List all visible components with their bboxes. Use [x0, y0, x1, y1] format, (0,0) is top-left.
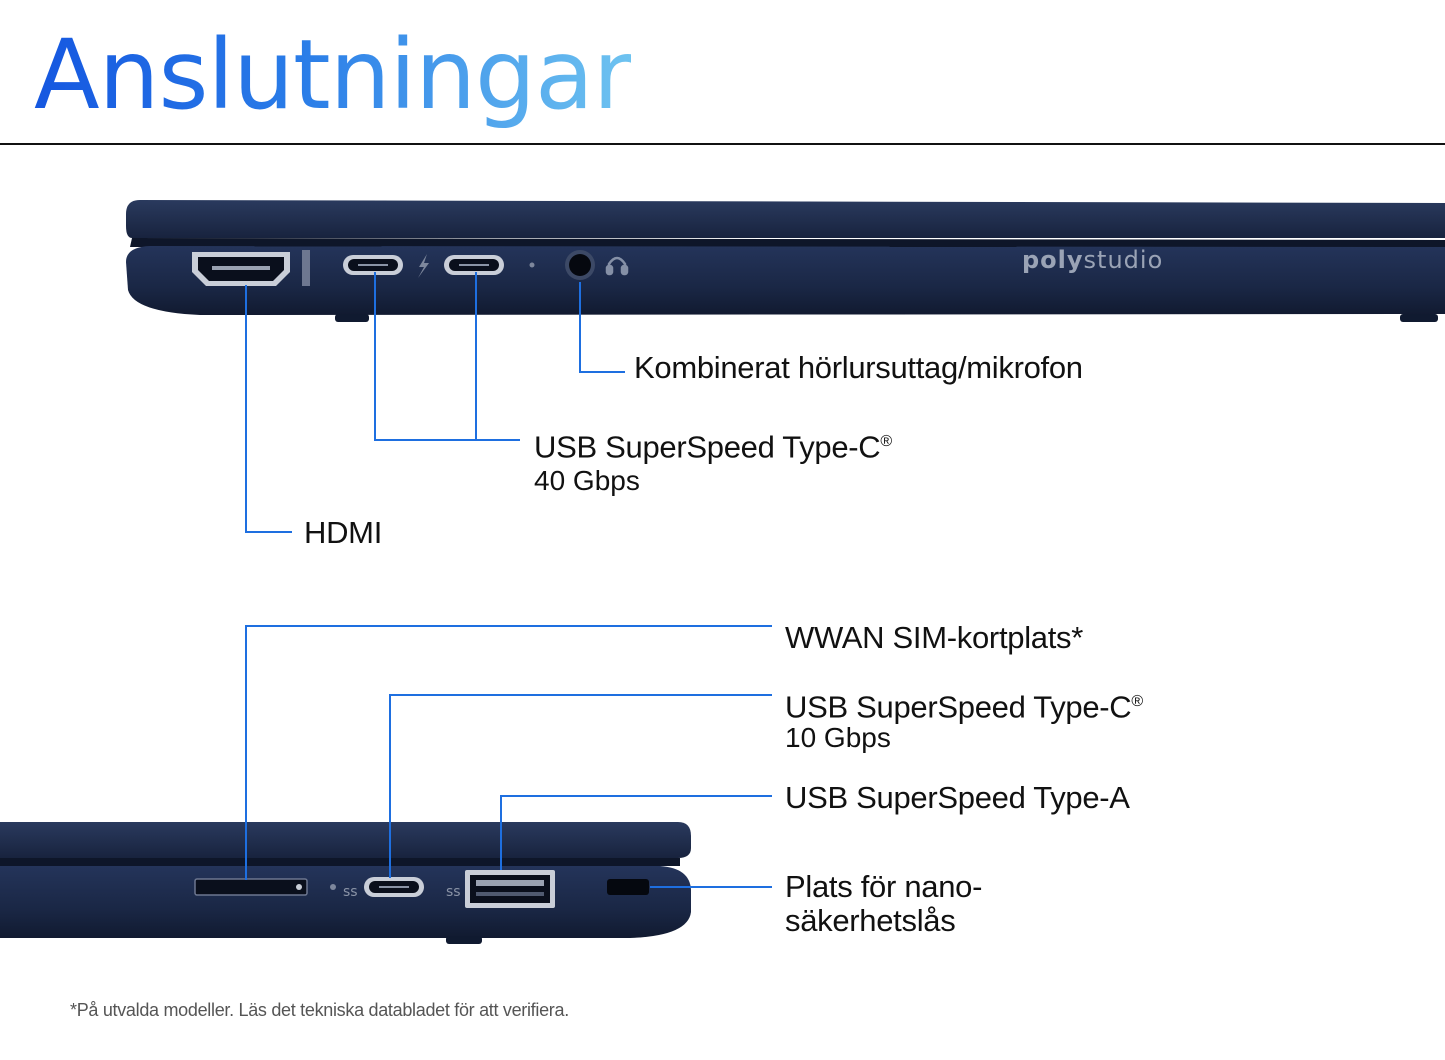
- title-divider: [0, 143, 1445, 145]
- page-title: Anslutningar: [34, 19, 632, 131]
- svg-text:ss: ss: [343, 884, 358, 900]
- brand-logo: polystudio: [1022, 246, 1164, 274]
- label-hdmi: HDMI: [304, 515, 383, 550]
- label-audio-jack: Kombinerat hörlursuttag/mikrofon: [634, 350, 1083, 385]
- usb-c-port-icon: ss: [343, 877, 424, 900]
- top-callout-lines: [245, 272, 625, 533]
- label-usbc-40-speed: 40 Gbps: [534, 465, 640, 496]
- thunderbolt-icon: [418, 254, 429, 278]
- lock-slot-icon: [607, 879, 649, 895]
- usb-a-port-icon: ss: [446, 870, 555, 908]
- footnote: *På utvalda modeller. Läs det tekniska d…: [70, 1000, 569, 1020]
- label-usbc-10-speed: 10 Gbps: [785, 722, 891, 753]
- label-lock-slot-line1: Plats för nano-: [785, 869, 983, 904]
- hdmi-port-icon: [192, 250, 310, 286]
- usb-c-port-icon: [343, 255, 403, 275]
- audio-jack-icon: [565, 250, 595, 280]
- label-usba: USB SuperSpeed Type-A: [785, 780, 1130, 815]
- laptop-right-side: ss ss: [0, 822, 691, 944]
- laptop-left-side: [126, 200, 1445, 322]
- svg-text:ss: ss: [446, 884, 461, 900]
- bottom-callout-lines: [245, 625, 772, 888]
- label-sim-slot: WWAN SIM-kortplats*: [785, 620, 1084, 655]
- sim-slot-icon: [194, 878, 308, 896]
- usb-c-port-icon: [444, 255, 504, 275]
- label-usbc-10: USB SuperSpeed Type-C®: [785, 689, 1143, 725]
- label-lock-slot-line2: säkerhetslås: [785, 903, 956, 938]
- label-usbc-40: USB SuperSpeed Type-C®: [534, 429, 892, 465]
- headset-icon: [605, 256, 629, 276]
